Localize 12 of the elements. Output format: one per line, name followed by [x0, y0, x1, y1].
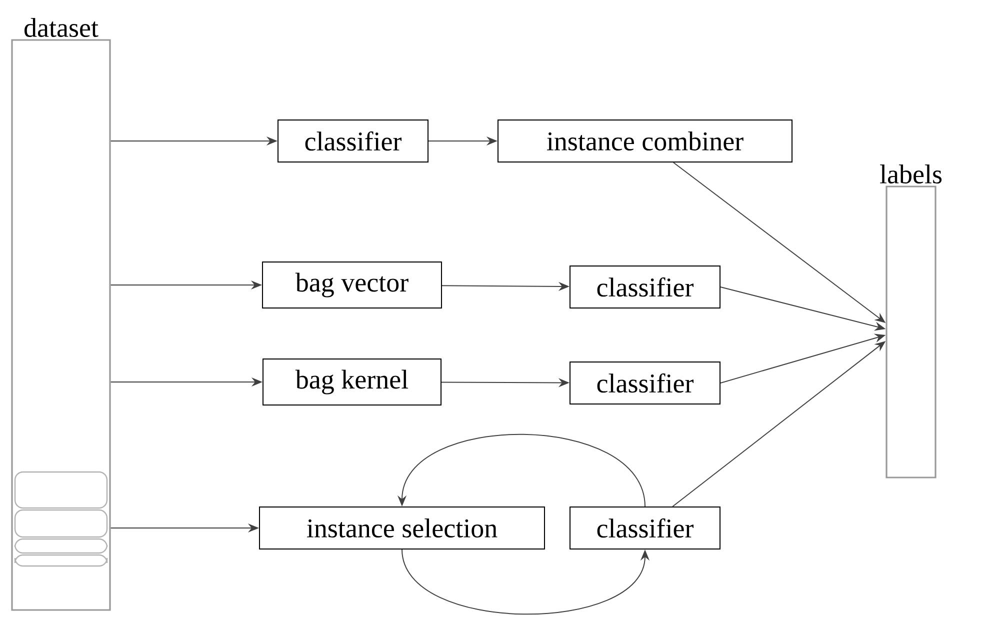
process-box: classifier: [278, 120, 428, 162]
process-box: bag vector: [262, 262, 442, 308]
process-box: bag kernel: [262, 358, 442, 406]
process-box: classifier: [570, 506, 720, 550]
node-label: dataset: [24, 18, 98, 38]
process-box: instance combiner: [498, 120, 792, 162]
node-label: labels: [880, 164, 942, 184]
process-box: classifier: [570, 362, 720, 404]
labels-column: labels: [880, 164, 942, 478]
dataset-drawing: dataset: [11, 18, 111, 611]
process-box: classifier: [570, 266, 720, 308]
process-box: instance selection: [259, 506, 545, 550]
